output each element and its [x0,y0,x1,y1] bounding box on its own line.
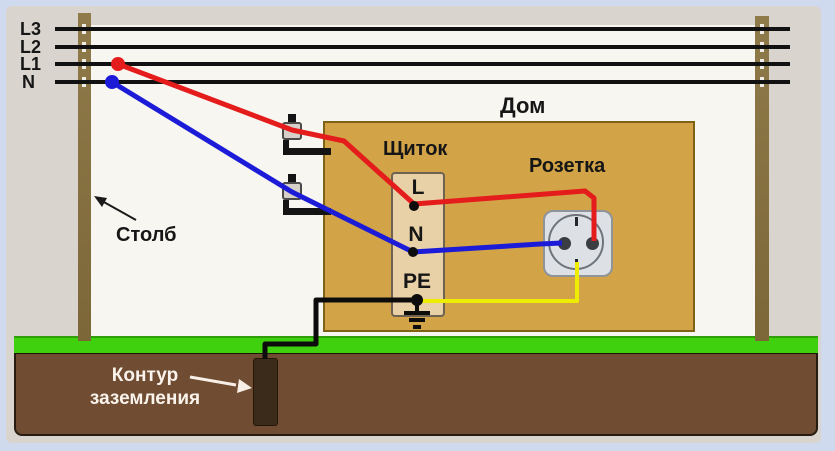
earthing-arrow-icon [189,375,237,387]
tap-point-l1 [111,57,125,71]
insulator-bracket [283,200,289,213]
socket-ground-contact-top [575,217,578,226]
label-l3: L3 [20,19,42,39]
insulator-stub-icon [288,114,296,123]
label-house: Дом [500,93,546,118]
neutral-wire [110,79,563,255]
phase-wire [117,61,597,241]
label-earthing-line1: Контур [111,365,179,386]
grounding-conductor [262,297,416,359]
socket-hole-left [558,237,571,250]
insulator-bracket [283,140,289,153]
terminal-dot-l [409,201,419,211]
label-terminal-l: L [411,176,425,199]
label-n: N [22,72,35,92]
label-socket: Розетка [529,155,606,177]
utility-pole-right [755,16,769,341]
tap-point-n [105,75,119,89]
label-pole: Столб [116,224,177,246]
ground-electrode [253,358,278,426]
label-terminal-pe: PE [402,270,431,293]
label-l1: L1 [20,54,42,74]
utility-pole-left [78,13,91,341]
grass-strip [14,336,818,353]
label-terminal-n: N [408,223,424,246]
house-outline [323,121,695,332]
insulator-stub-icon [288,174,296,183]
earthing-arrowhead-icon [237,379,252,393]
label-earthing-line2: заземления [89,388,201,409]
insulator-bracket [283,148,331,155]
label-earthing-contour: Контур заземления [72,364,218,410]
label-l2: L2 [20,37,42,57]
pole-arrowhead-icon [94,196,107,207]
pe-wire [419,262,579,303]
pole-arrow-icon [101,200,137,221]
earth-ground [14,353,818,436]
insulator-bracket [283,208,331,215]
label-panel: Щиток [383,138,448,160]
terminal-dot-n [408,247,418,257]
